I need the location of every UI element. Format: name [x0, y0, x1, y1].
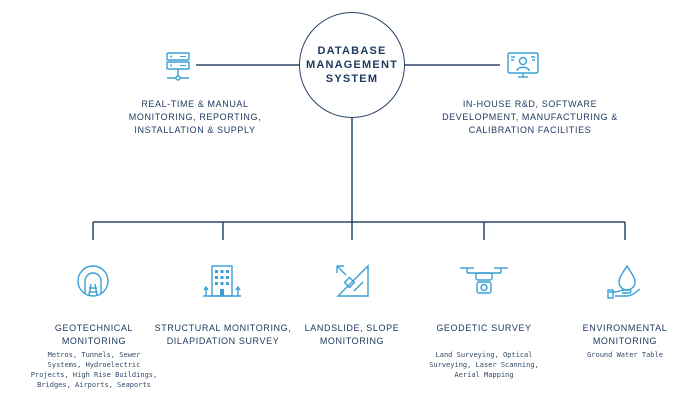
engineer-computer-icon	[507, 52, 539, 78]
branch-title-environmental: ENVIRONMENTAL MONITORING	[582, 323, 668, 346]
right-node-title: IN-HOUSE R&D, SOFTWARE DEVELOPMENT, MANU…	[442, 99, 618, 135]
tunnel-icon	[77, 265, 109, 297]
drone-icon	[460, 267, 508, 294]
branch-title-landslide: LANDSLIDE, SLOPE MONITORING	[304, 323, 400, 346]
database-hub: DATABASE MANAGEMENT SYSTEM	[299, 12, 405, 118]
building-icon	[203, 265, 241, 297]
server-icon	[166, 52, 190, 81]
left-node-title: REAL-TIME & MANUAL MONITORING, REPORTING…	[128, 99, 262, 135]
branch-sub-geotechnical: Metros, Tunnels, Sewer Systems, Hydroele…	[30, 351, 158, 389]
branch-sub-geodetic: Land Surveying, Optical Surveying, Laser…	[429, 351, 539, 379]
branch-sub-environmental: Ground Water Table	[587, 351, 663, 359]
branch-title-geodetic: GEODETIC SURVEY	[436, 323, 532, 333]
branch-title-geotechnical: GEOTECHNICAL MONITORING	[54, 323, 134, 346]
landslide-slope-icon	[336, 264, 369, 297]
water-hand-icon	[607, 264, 641, 299]
branch-title-structural: STRUCTURAL MONITORING, DILAPIDATION SURV…	[154, 323, 292, 346]
hub-label: DATABASE MANAGEMENT SYSTEM	[305, 45, 399, 85]
